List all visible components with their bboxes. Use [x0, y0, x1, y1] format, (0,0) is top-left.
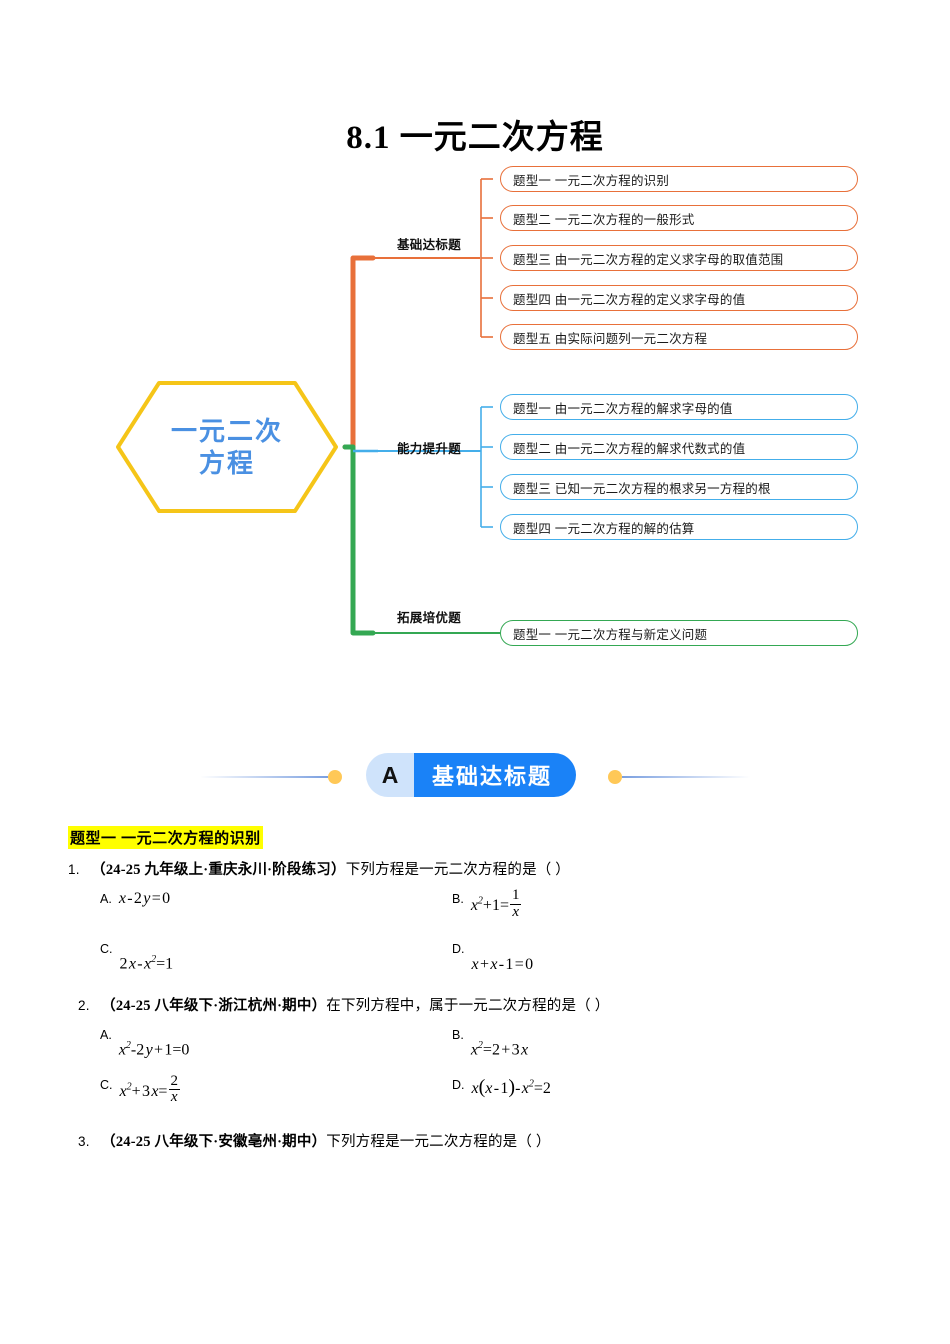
question-1-number: 1. — [68, 862, 80, 877]
page-title: 8.1 一元二次方程 — [346, 120, 604, 156]
question-2-text: 在下列方程中，属于一元二次方程的是（ ） — [326, 997, 610, 1014]
mindmap-item-extended-1[interactable]: 题型一 一元二次方程与新定义问题 — [500, 620, 858, 646]
mindmap-item-basic-5[interactable]: 题型五 由实际问题列一元二次方程 — [500, 324, 858, 350]
mindmap: 一元二次 方程 基础达标题 能力提升题 拓展培优题 题型一 一元二次方程的识别 … — [0, 155, 950, 665]
option-1a-letter: A. — [100, 891, 112, 906]
mindmap-item-advanced-4[interactable]: 题型四 一元二次方程的解的估算 — [500, 514, 858, 540]
question-2-options: A. x2-2 y + 1=0 B. x2=2 + 3 x C. x2+ 3 x… — [68, 1026, 888, 1110]
question-1-source: （24-25 九年级上·重庆永川·阶段练习） — [91, 862, 346, 878]
question-2-source: （24-25 八年级下·浙江杭州·期中） — [101, 997, 327, 1014]
option-2c-letter: C. — [100, 1077, 113, 1092]
question-3-stem: 3. （24-25 八年级下·安徽亳州·期中）下列方程是一元二次方程的是（ ） — [68, 1132, 888, 1154]
option-2b[interactable]: B. x2=2 + 3 x — [452, 1026, 888, 1060]
mindmap-connectors — [342, 178, 500, 636]
mindmap-item-basic-3[interactable]: 题型三 由一元二次方程的定义求字母的取值范围 — [500, 245, 858, 271]
option-2d-math: x(x - 1)- x2=2 — [471, 1075, 551, 1098]
mindmap-item-basic-4[interactable]: 题型四 由一元二次方程的定义求字母的值 — [500, 285, 858, 311]
branch-label-extended: 拓展培优题 — [397, 611, 462, 625]
branch-label-basic: 基础达标题 — [397, 238, 462, 252]
section-banner-pill: A 基础达标题 — [366, 753, 577, 797]
question-2-stem: 2. （24-25 八年级下·浙江杭州·期中）在下列方程中，属于一元二次方程的是… — [68, 996, 888, 1018]
question-3-source: （24-25 八年级下·安徽亳州·期中） — [101, 1133, 327, 1150]
question-1-stem: 1. （24-25 九年级上·重庆永川·阶段练习）下列方程是一元二次方程的是（ … — [68, 860, 888, 882]
center-node-label: 一元二次 方程 — [113, 378, 341, 516]
mindmap-item-basic-2[interactable]: 题型二 一元二次方程的一般形式 — [500, 205, 858, 231]
mindmap-center-node: 一元二次 方程 — [113, 378, 341, 516]
branch-label-advanced: 能力提升题 — [397, 442, 462, 456]
option-1a[interactable]: A. x - 2 y = 0 — [100, 890, 452, 924]
banner-dot-left — [328, 770, 342, 784]
option-2b-math: x2=2 + 3 x — [470, 1040, 529, 1059]
section-letter-badge: A — [366, 753, 414, 797]
option-2a-math: x2-2 y + 1=0 — [118, 1040, 190, 1059]
exercise-body: 题型一 一元二次方程的识别 1. （24-25 九年级上·重庆永川·阶段练习）下… — [68, 826, 888, 1153]
option-2a-letter: A. — [100, 1027, 112, 1042]
section-banner: A 基础达标题 — [0, 748, 950, 806]
topic-heading: 题型一 一元二次方程的识别 — [68, 826, 263, 849]
mindmap-item-advanced-2[interactable]: 题型二 由一元二次方程的解求代数式的值 — [500, 434, 858, 460]
option-2d[interactable]: D. x(x - 1)- x2=2 — [452, 1076, 888, 1110]
banner-line-right — [622, 776, 750, 778]
option-1b-letter: B. — [452, 891, 464, 906]
option-2b-letter: B. — [452, 1027, 464, 1042]
option-1c[interactable]: C. 2 x - x2=1 — [100, 940, 452, 974]
option-1c-letter: C. — [100, 941, 113, 956]
question-1-text: 下列方程是一元二次方程的是（ ） — [345, 862, 571, 878]
question-3-number: 3. — [78, 1133, 90, 1149]
option-1d-letter: D. — [452, 941, 465, 956]
mindmap-item-advanced-3[interactable]: 题型三 已知一元二次方程的根求另一方程的根 — [500, 474, 858, 500]
option-1c-math: 2 x - x2=1 — [119, 954, 174, 973]
option-1a-math: x - 2 y = 0 — [118, 889, 171, 907]
question-2-number: 2. — [78, 997, 90, 1013]
option-1d-math: x + x - 1 = 0 — [471, 955, 534, 973]
center-node-line1: 一元二次 — [170, 415, 283, 446]
option-2a[interactable]: A. x2-2 y + 1=0 — [100, 1026, 452, 1060]
hexagon-shape — [116, 381, 338, 513]
mindmap-item-basic-1[interactable]: 题型一 一元二次方程的识别 — [500, 166, 858, 192]
option-1d[interactable]: D. x + x - 1 = 0 — [452, 940, 888, 974]
mindmap-item-advanced-1[interactable]: 题型一 由一元二次方程的解求字母的值 — [500, 394, 858, 420]
center-node-line2: 方程 — [198, 448, 255, 478]
banner-dot-right — [608, 770, 622, 784]
option-2d-letter: D. — [452, 1077, 465, 1092]
banner-line-left — [200, 776, 328, 778]
question-3-text: 下列方程是一元二次方程的是（ ） — [326, 1133, 551, 1150]
section-title: 基础达标题 — [414, 753, 577, 797]
